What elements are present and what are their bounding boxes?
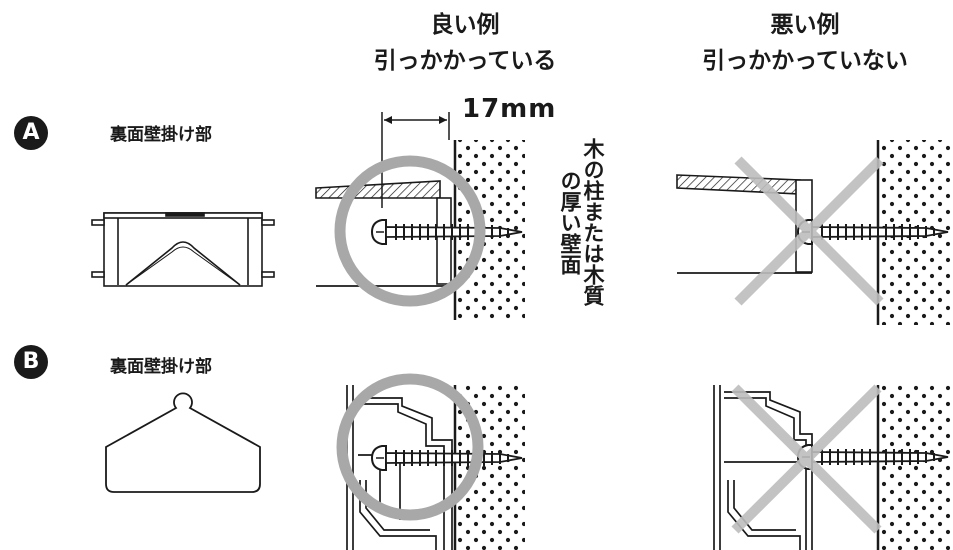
bad-example-a — [676, 140, 953, 325]
ng-cross-b — [731, 384, 882, 534]
ng-cross-a — [734, 156, 884, 306]
bad-example-title: 悪い例 — [770, 12, 840, 38]
part-b-sketch — [105, 392, 261, 493]
row-b-badge: B — [14, 345, 48, 379]
good-example-b — [336, 373, 525, 550]
bad-example-header: 悪い例 引っかかっていない — [660, 8, 950, 78]
part-a-sketch — [91, 212, 275, 287]
row-a-part-label: 裏面壁掛け部 — [110, 125, 212, 145]
good-example-subtitle: 引っかかっている — [373, 48, 557, 74]
ok-circle-a — [334, 155, 486, 307]
bad-example-subtitle: 引っかかっていない — [702, 48, 908, 74]
dimension-label: 17mm — [462, 94, 557, 124]
row-b-part-label: 裏面壁掛け部 — [110, 357, 212, 377]
wall-note: 木の柱または木質の厚い壁面 — [558, 138, 605, 306]
ok-circle-b — [336, 373, 484, 521]
bad-example-b — [713, 384, 953, 550]
good-example-header: 良い例 引っかかっている — [330, 8, 600, 78]
good-example-title: 良い例 — [430, 12, 500, 38]
good-example-a — [315, 112, 525, 320]
row-a-badge: A — [14, 116, 48, 150]
